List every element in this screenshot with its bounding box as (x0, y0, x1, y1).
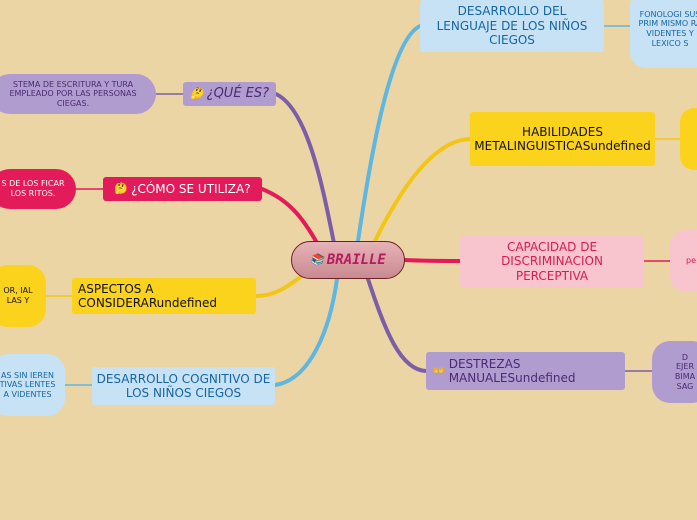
topic-que-es[interactable]: 🤔 ¿QUÉ ES? (183, 82, 276, 106)
leaf-capacidad-detail[interactable]: pe qu (670, 230, 697, 292)
thinking-face-icon: 🤔 (114, 182, 129, 196)
link-capacidad (403, 258, 462, 263)
link-habilidades (373, 137, 472, 243)
leaf-que-es-detail[interactable]: STEMA DE ESCRITURA Y TURA EMPLEADO POR L… (0, 74, 156, 114)
leaf-destrezas-detail[interactable]: D EJER BIMA SAG (652, 341, 697, 403)
topic-habilidades[interactable]: HABILIDADES METALINGUISTICASundefined (470, 112, 655, 166)
thinking-face-icon: 🤔 (189, 87, 204, 101)
leaf-como-detail[interactable]: S DE LOS FICAR LOS RITOS. (0, 169, 76, 209)
leaf-cognitivo-detail[interactable]: AS SIN IEREN TIVAS LENTES A VIDENTES (0, 354, 65, 416)
link-lenguaje (356, 24, 422, 243)
leaf-aspectos-detail[interactable]: OR, IAL LAS Y (0, 265, 46, 327)
link-que-es (274, 92, 337, 250)
topic-aspectos[interactable]: ASPECTOS A CONSIDERARundefined (72, 278, 256, 314)
topic-destrezas[interactable]: 👐 DESTREZAS MANUALESundefined (426, 352, 625, 390)
books-icon: 📚 (310, 253, 324, 267)
central-topic[interactable]: 📚 BRAILLE (291, 241, 405, 279)
topic-capacidad[interactable]: CAPACIDAD DE DISCRIMINACION PERCEPTIVA (460, 236, 644, 287)
link-cognitivo (273, 277, 339, 387)
leaf-lenguaje-detail[interactable]: FONOLOGI SUS PRIM MISMO RA VIDENTES Y LE… (630, 0, 697, 68)
topic-desarrollo-cognitivo[interactable]: DESARROLLO COGNITIVO DE LOS NIÑOS CIEGOS (92, 367, 275, 405)
link-destrezas (366, 277, 428, 373)
hands-icon: 👐 (432, 364, 446, 378)
leaf-habilidades-detail[interactable] (680, 108, 697, 170)
topic-como-se-utiliza[interactable]: 🤔 ¿CÓMO SE UTILIZA? (103, 177, 262, 201)
topic-desarrollo-lenguaje[interactable]: DESARROLLO DEL LENGUAJE DE LOS NIÑOS CIE… (420, 0, 604, 52)
central-topic-label: BRAILLE (326, 251, 386, 268)
